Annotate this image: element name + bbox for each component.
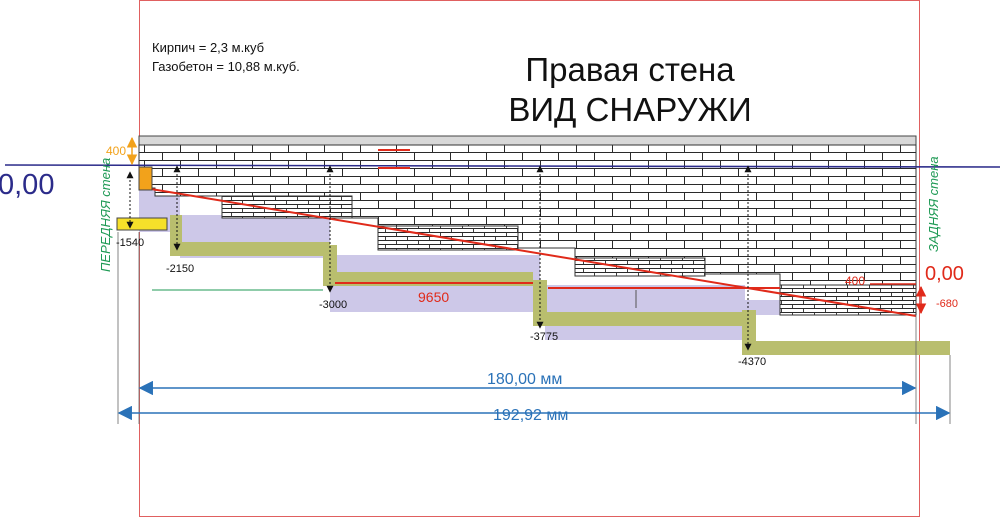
depth-label: -3000 [319, 299, 347, 311]
slope-line [138, 186, 917, 317]
depth-label: -4370 [738, 356, 766, 368]
soil-fill [139, 188, 916, 340]
dim-192-label: 192,92 мм [493, 407, 568, 424]
depth-label: -2150 [166, 263, 194, 275]
yellow-block [116, 217, 168, 231]
depth-label-red: -680 [936, 298, 958, 310]
zero-left-label: 0,00 [0, 169, 54, 201]
right-dim-label: 400 [845, 274, 865, 288]
depth-label: -1540 [116, 237, 144, 249]
depth-labels: -1540 -2150 -3000 -3775 -4370 -680 [116, 237, 958, 368]
gasconcrete-volume: Газобетон = 10,88 м.куб. [152, 59, 300, 74]
dim-180-label: 180,00 мм [487, 371, 562, 388]
wall-cap [138, 135, 917, 146]
length-label: 9650 [418, 289, 449, 305]
diagram-title: Правая стена ВИД СНАРУЖИ [450, 50, 810, 130]
depth-label: -3775 [530, 331, 558, 343]
back-wall-label: ЗАДНЯЯ стена [926, 156, 941, 252]
page-frame [139, 0, 920, 517]
title-line-1: Правая стена [525, 51, 735, 88]
title-line-2: ВИД СНАРУЖИ [508, 91, 752, 128]
front-wall-label: ПЕРЕДНЯЯ стена [98, 158, 113, 272]
material-notes: Кирпич = 2,3 м.куб Газобетон = 10,88 м.к… [152, 38, 300, 76]
zero-right-label: 0,00 [925, 263, 964, 285]
depth-arrows [126, 165, 752, 351]
ground-line [4, 164, 1000, 168]
top-dim-label: 400 [106, 144, 126, 158]
top-red-marks [378, 149, 410, 169]
brick-volume: Кирпич = 2,3 м.куб [152, 40, 265, 55]
orange-block [138, 166, 153, 191]
